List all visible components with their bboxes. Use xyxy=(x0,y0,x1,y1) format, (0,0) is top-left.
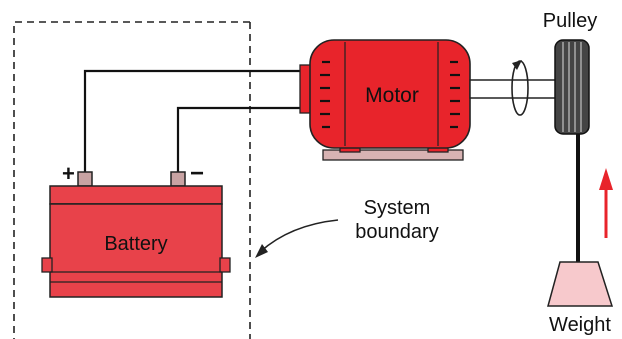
motor-label: Motor xyxy=(365,84,419,107)
system-boundary-pointer xyxy=(255,219,339,258)
up-arrow xyxy=(599,168,613,238)
pulley-label: Pulley xyxy=(543,10,597,32)
weight xyxy=(547,261,614,307)
battery-negative-terminal xyxy=(170,171,186,187)
battery-label: Battery xyxy=(104,233,167,255)
motor-base xyxy=(322,149,464,161)
negative-wire xyxy=(176,106,305,172)
negative-terminal-sign: − xyxy=(190,160,204,187)
battery-positive-terminal xyxy=(77,171,93,187)
battery: Battery xyxy=(41,171,231,298)
weight-label: Weight xyxy=(549,314,611,336)
system-boundary-label-line2: boundary xyxy=(355,221,438,243)
positive-terminal-sign: + xyxy=(62,161,75,186)
system-boundary-label-line1: System xyxy=(364,197,431,219)
system-boundary-box xyxy=(13,21,250,339)
rotation-arrow xyxy=(511,60,529,116)
pulley xyxy=(554,39,590,135)
motor: Motor xyxy=(299,39,471,161)
positive-wire xyxy=(83,69,305,172)
motor-shaft xyxy=(469,79,561,99)
